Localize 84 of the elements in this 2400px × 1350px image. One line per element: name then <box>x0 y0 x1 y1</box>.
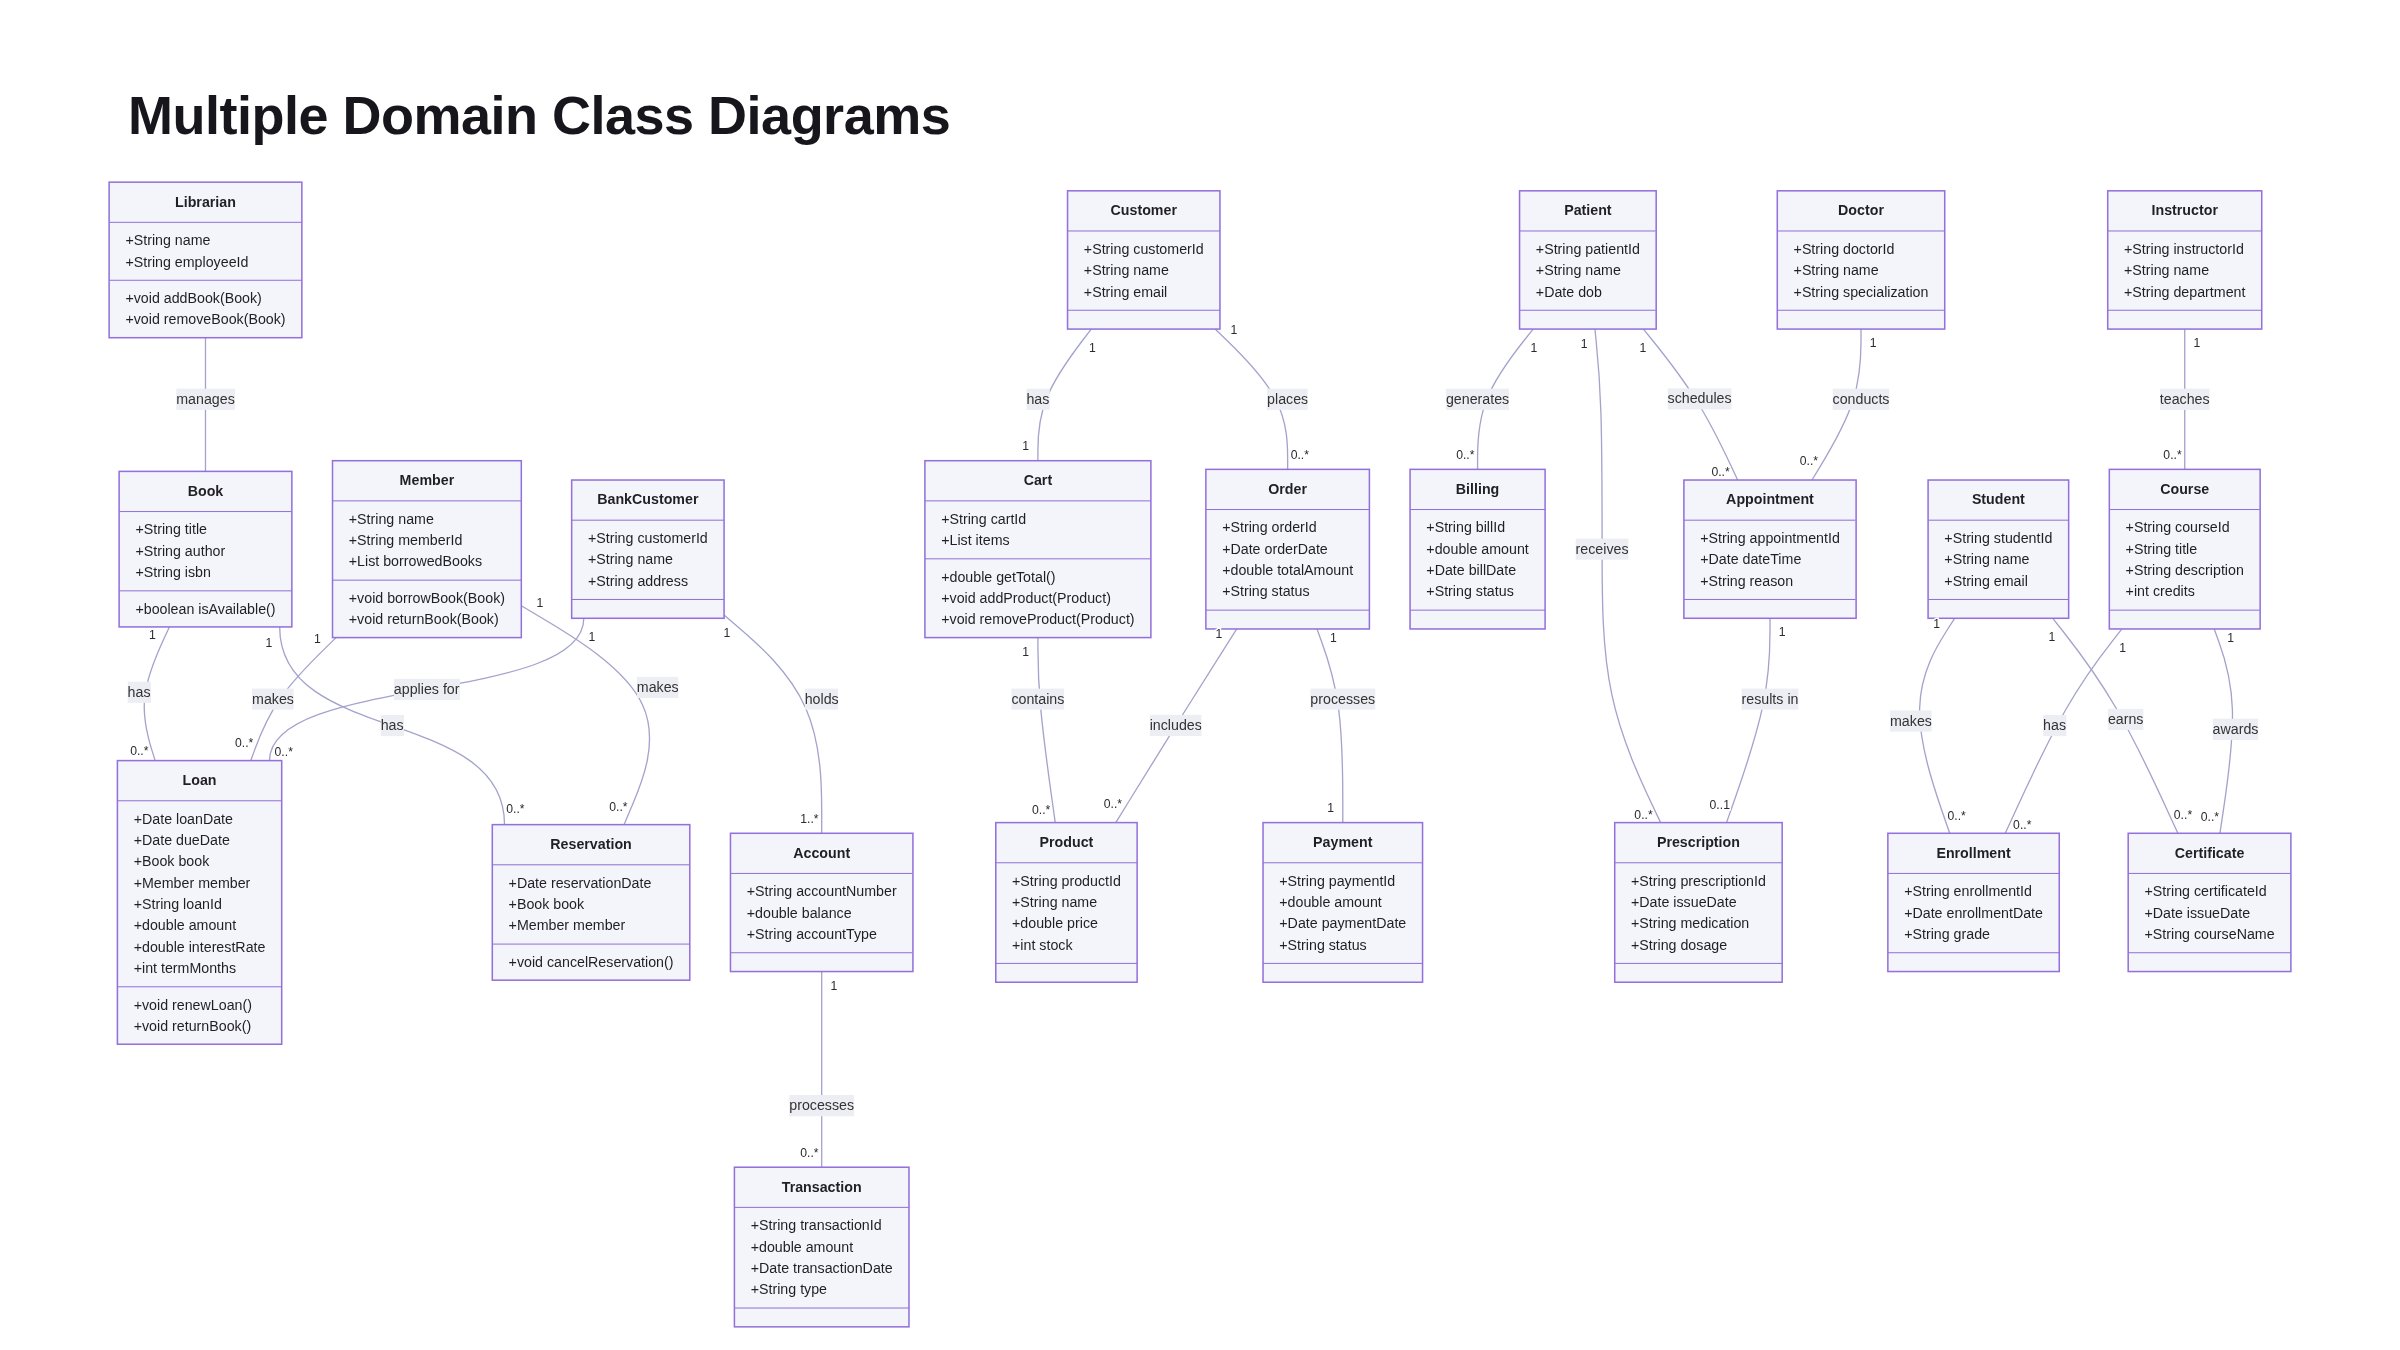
multiplicity-label: 1 <box>314 631 321 646</box>
edge-label: places <box>1267 390 1309 407</box>
edge-label: processes <box>1310 690 1376 707</box>
edge-label: conducts <box>1832 390 1890 407</box>
multiplicity-label: 1 <box>1088 340 1096 355</box>
edge-label: holds <box>804 690 839 707</box>
edge-label: processes <box>789 1097 855 1114</box>
edge-label: schedules <box>1667 390 1732 407</box>
connector <box>1037 636 1056 824</box>
edge-label: has <box>1026 390 1050 407</box>
multiplicity-label: 1 <box>1230 323 1238 338</box>
multiplicity-label: 1 <box>1022 644 1030 659</box>
multiplicity-label: 0..* <box>2013 818 2032 833</box>
connector <box>279 626 506 826</box>
multiplicity-label: 1 <box>588 629 596 644</box>
connector <box>2004 628 2123 834</box>
edge-label: contains <box>1011 690 1065 707</box>
multiplicity-label: 0..* <box>1032 803 1051 818</box>
edge-label: receives <box>1575 540 1629 557</box>
multiplicity-label: 1 <box>830 978 838 993</box>
edge-label: manages <box>176 390 235 407</box>
multiplicity-label: 0..* <box>800 1146 819 1161</box>
edge-label: teaches <box>2159 390 2210 407</box>
connector <box>1316 628 1344 824</box>
connector <box>821 970 823 1168</box>
connector <box>1725 617 1771 824</box>
multiplicity-label: 0..* <box>1799 454 1819 469</box>
multiplicity-label: 1 <box>1869 336 1877 351</box>
multiplicity-label: 1 <box>1330 631 1337 646</box>
multiplicity-label: 0..* <box>1456 448 1475 463</box>
edge-label: has <box>380 717 404 734</box>
multiplicity-label: 1 <box>1580 337 1588 352</box>
multiplicity-label: 0..* <box>274 744 293 759</box>
connector <box>268 617 585 762</box>
connector <box>2213 628 2234 834</box>
connector <box>1037 328 1092 462</box>
edge-label: makes <box>636 678 679 696</box>
multiplicity-label: 1..* <box>800 812 819 826</box>
connector <box>1642 328 1739 481</box>
edge-label: makes <box>252 690 294 707</box>
connector <box>1115 628 1238 824</box>
edge-label: awards <box>2212 720 2259 737</box>
connector <box>1594 328 1662 824</box>
edge-label: earns <box>2107 710 2144 728</box>
edge-label: makes <box>1890 712 1932 729</box>
connector <box>143 626 171 762</box>
multiplicity-label: 0..* <box>1290 448 1309 463</box>
diagram-title: Multiple Domain Class Diagrams <box>128 84 951 146</box>
edge-label: has <box>2043 716 2067 734</box>
multiplicity-label: 1 <box>2048 630 2056 645</box>
edge-label: has <box>127 683 151 700</box>
multiplicity-label: 1 <box>1778 625 1786 640</box>
multiplicity-label: 1 <box>2193 336 2201 351</box>
multiplicity-label: 1 <box>2227 631 2234 646</box>
edge-label: applies for <box>393 680 460 698</box>
multiplicity-label: 0..* <box>506 801 525 816</box>
multiplicity-label: 1 <box>1639 340 1647 355</box>
multiplicity-label: 0..* <box>2173 808 2193 823</box>
multiplicity-label: 0..1 <box>1709 798 1730 813</box>
edge-label: results in <box>1741 690 1799 707</box>
multiplicity-label: 0..* <box>130 743 149 758</box>
multiplicity-label: 0..* <box>1947 808 1966 823</box>
multiplicity-label: 1 <box>536 595 544 610</box>
connector <box>250 636 337 762</box>
multiplicity-label: 0..* <box>1634 807 1653 822</box>
multiplicity-label: 1 <box>1530 340 1538 355</box>
connector <box>1919 617 1956 834</box>
multiplicity-label: 1 <box>723 626 731 641</box>
multiplicity-label: 0..* <box>1103 797 1123 812</box>
connector <box>2052 617 2179 834</box>
multiplicity-label: 1 <box>2119 640 2127 655</box>
multiplicity-label: 1 <box>1022 439 1030 454</box>
multiplicity-label: 1 <box>148 627 156 642</box>
multiplicity-label: 0..* <box>2200 810 2220 825</box>
multiplicity-label: 0..* <box>2163 448 2182 463</box>
edge-label: includes <box>1149 716 1202 734</box>
multiplicity-label: 0..* <box>1711 465 1730 480</box>
multiplicity-label: 1 <box>1327 801 1334 816</box>
multiplicity-label: 0..* <box>235 736 254 751</box>
multiplicity-label: 1 <box>1215 627 1223 642</box>
connector <box>723 614 823 834</box>
edge-label: generates <box>1445 390 1510 407</box>
multiplicity-label: 1 <box>265 635 273 650</box>
multiplicity-label: 0..* <box>609 799 628 814</box>
